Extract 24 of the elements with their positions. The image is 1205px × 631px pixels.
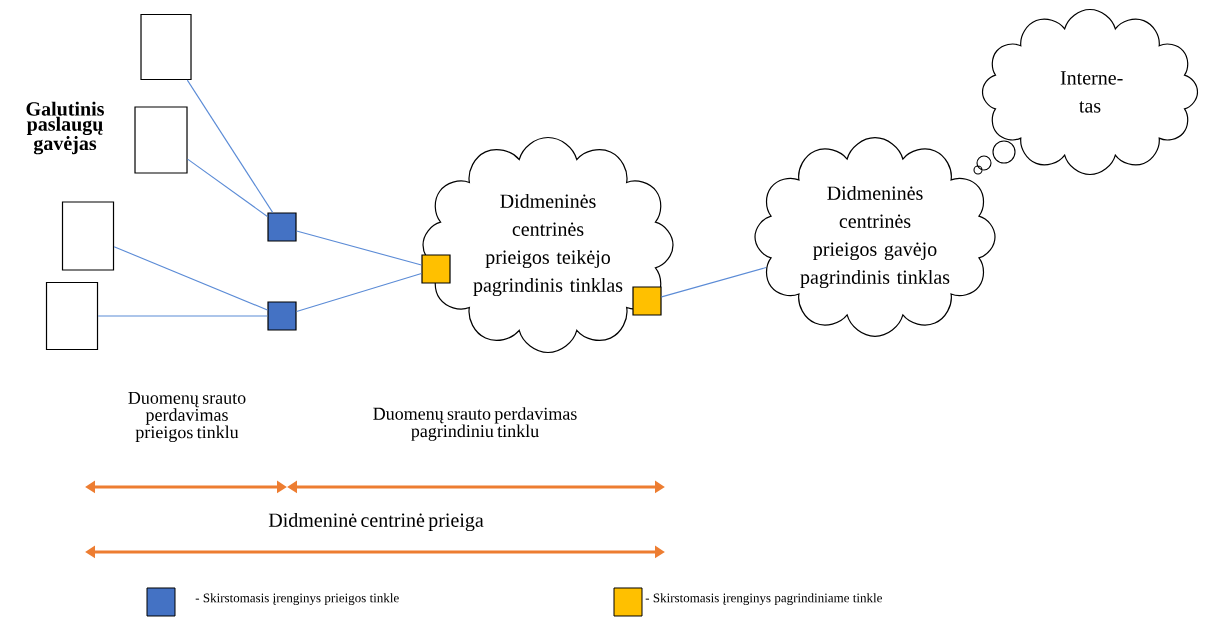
connector-line bbox=[661, 267, 767, 298]
network-cloud: Didmeninės centrinės prieigos teikėjo pagrindinis tinklas bbox=[422, 136, 674, 354]
device-box bbox=[61, 201, 115, 271]
network-cloud: Interne- tas bbox=[981, 8, 1199, 176]
connector-line bbox=[296, 230, 422, 266]
legend-text: - Skirstomasis įrenginys pagrindiniame tinkle bbox=[645, 593, 882, 605]
section-label: Duomenų srauto perdavimas prieigos tinklu bbox=[128, 391, 246, 442]
network-cloud: Didmeninės centrinės prieigos gavėjo pagrindinis tinklas bbox=[754, 137, 996, 337]
switch-square bbox=[421, 254, 451, 284]
section-label: Didmeninė centrinė prieiga bbox=[268, 512, 484, 532]
connector-line bbox=[296, 272, 422, 313]
switch-square bbox=[632, 286, 662, 316]
connector-line bbox=[97, 315, 268, 317]
switch-square bbox=[267, 301, 297, 331]
connector-line bbox=[187, 158, 268, 218]
device-box bbox=[140, 13, 192, 81]
connector-line bbox=[113, 246, 268, 311]
legend-text: - Skirstomasis įrenginys prieigos tinkle bbox=[195, 593, 399, 605]
section-label: Duomenų srauto perdavimas pagrindiniu tinklu bbox=[373, 407, 577, 441]
device-box bbox=[45, 281, 99, 351]
connector-line bbox=[186, 79, 274, 213]
device-box bbox=[134, 106, 188, 174]
group-label: Galutinis paslaugų gavėjas bbox=[26, 101, 104, 155]
switch-square bbox=[267, 212, 297, 242]
